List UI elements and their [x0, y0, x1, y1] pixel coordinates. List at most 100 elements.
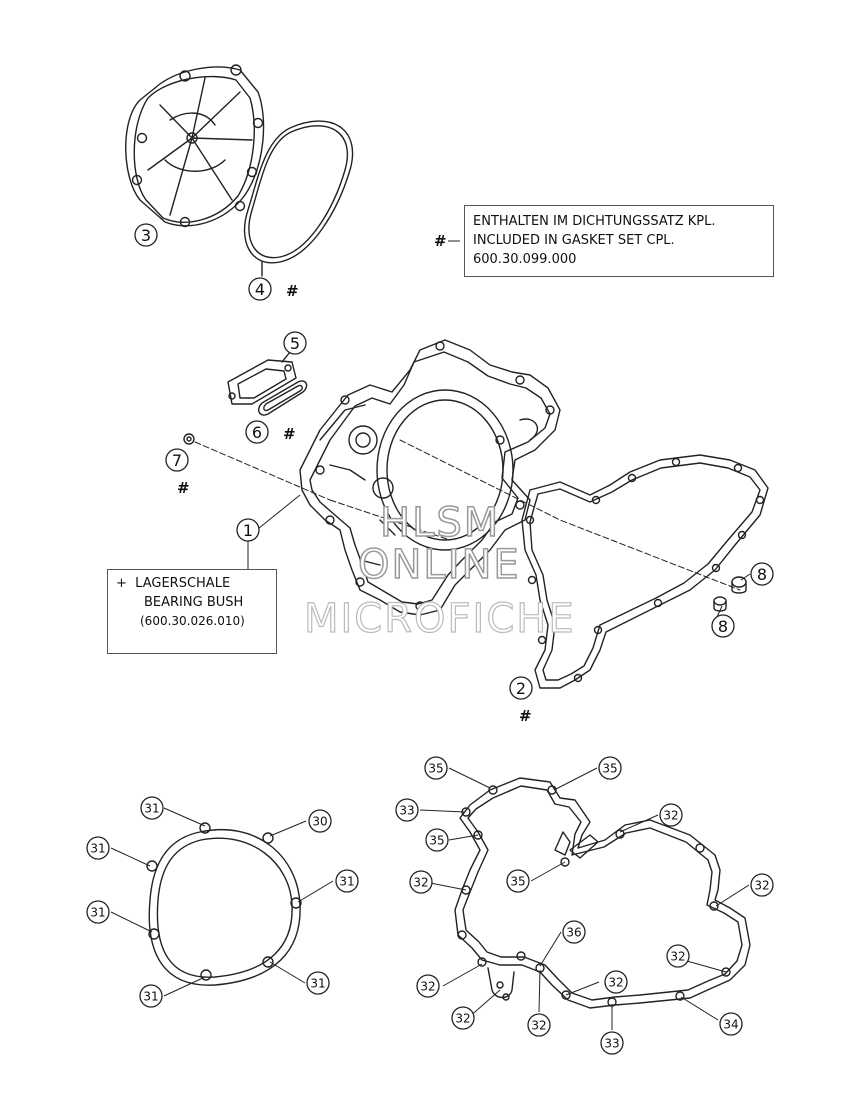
callout-circle [750, 873, 774, 897]
bearing-note-symbol: + [116, 576, 127, 591]
callout-number: 32 [663, 809, 678, 823]
gasket-note-line1: ENTHALTEN IM DICHTUNGSSATZ KPL. [473, 214, 716, 229]
callout-number: 4 [255, 280, 265, 299]
callout-circle [335, 869, 359, 893]
callout-number: 32 [420, 980, 435, 994]
callout-c32d: 32 [416, 974, 440, 998]
callout-circle [425, 828, 449, 852]
callout-hash-mark: # [283, 425, 296, 443]
callout-c30: 30 [308, 809, 332, 833]
callout-c31d: 31 [86, 900, 110, 924]
callout-number: 35 [428, 762, 443, 776]
callout-c36: 36 [562, 920, 586, 944]
callout-c31e: 31 [306, 971, 330, 995]
callout-c7: 7# [165, 448, 190, 497]
callout-c32c: 32 [750, 873, 774, 897]
callout-c31b: 31 [86, 836, 110, 860]
callout-number: 32 [455, 1012, 470, 1026]
callout-circle [306, 971, 330, 995]
callout-circle [659, 803, 683, 827]
gasket-set-note: ENTHALTEN IM DICHTUNGSSATZ KPL. INCLUDED… [464, 205, 774, 277]
callout-number: 31 [339, 875, 354, 889]
callout-number: 36 [566, 926, 581, 940]
callout-circle [283, 331, 307, 355]
callout-hash-mark: # [286, 282, 299, 300]
callout-number: 1 [243, 521, 253, 540]
callout-c4: 4# [248, 277, 299, 301]
callout-number: 35 [602, 762, 617, 776]
callout-circle [562, 920, 586, 944]
callout-c31c: 31 [335, 869, 359, 893]
watermark-line3: MICROFICHE [303, 595, 576, 642]
callout-c3: 3 [134, 223, 158, 247]
callout-number: 31 [90, 842, 105, 856]
callout-c33a: 33 [395, 798, 419, 822]
callout-c35d: 35 [506, 869, 530, 893]
callout-circle [604, 970, 628, 994]
callout-number: 32 [754, 879, 769, 893]
callout-circle [666, 944, 690, 968]
callout-c32g: 32 [451, 1006, 475, 1030]
callout-circle [600, 1031, 624, 1055]
callout-number: 8 [757, 565, 767, 584]
bearing-bush-note: + LAGERSCHALE BEARING BUSH (600.30.026.0… [107, 569, 277, 654]
callout-number: 30 [312, 815, 327, 829]
gasket-note-line3: 600.30.099.000 [473, 252, 577, 267]
watermark-line1: HLSM [379, 499, 501, 547]
callout-number: 33 [399, 804, 414, 818]
bearing-note-label: LAGERSCHALE [135, 576, 231, 591]
callout-circle [416, 974, 440, 998]
callout-number: 5 [290, 334, 300, 353]
callout-circle [395, 798, 419, 822]
callout-number: 31 [144, 802, 159, 816]
callout-c32b: 32 [659, 803, 683, 827]
callout-c31a: 31 [140, 796, 164, 820]
part-32-crankcase-gasket [454, 777, 751, 1009]
callout-c34: 34 [719, 1012, 743, 1036]
callout-circle [248, 277, 272, 301]
callout-c31f: 31 [139, 984, 163, 1008]
callout-number: 31 [90, 906, 105, 920]
callout-circle [527, 1013, 551, 1037]
bearing-note-line1: + LAGERSCHALE [116, 574, 268, 593]
part-5-plate [227, 351, 297, 405]
callout-number: 31 [143, 990, 158, 1004]
callout-circle [139, 984, 163, 1008]
callout-c8a: 8 [750, 562, 774, 586]
gasket-note-symbol: # [434, 232, 447, 250]
callout-c35a: 35 [424, 756, 448, 780]
callout-c32h: 32 [527, 1013, 551, 1037]
callout-number: 32 [608, 976, 623, 990]
callout-circle [598, 756, 622, 780]
part-8-dowel-pins [713, 576, 747, 612]
bearing-note-line2: BEARING BUSH [144, 595, 244, 610]
part-7-plug [183, 433, 195, 445]
callout-number: 35 [510, 875, 525, 889]
bearing-note-line3: (600.30.026.010) [140, 614, 245, 628]
callout-circle [424, 756, 448, 780]
callout-c6: 6# [245, 420, 296, 444]
callout-circle [409, 870, 433, 894]
callout-circle [750, 562, 774, 586]
callout-number: 34 [723, 1018, 738, 1032]
callout-c33b: 33 [600, 1031, 624, 1055]
callout-circle [86, 900, 110, 924]
watermark-line2: ONLINE [357, 541, 521, 589]
part-30-clutch-cover-gasket [146, 822, 302, 986]
callout-number: 7 [172, 451, 182, 470]
callout-circle [165, 448, 189, 472]
callout-circle [509, 676, 533, 700]
callout-c8b: 8 [711, 614, 735, 638]
callout-c35b: 35 [598, 756, 622, 780]
callout-circle [711, 614, 735, 638]
callout-circle [236, 518, 260, 542]
gasket-note-line2: INCLUDED IN GASKET SET CPL. [473, 233, 675, 248]
callout-c32f: 32 [666, 944, 690, 968]
callout-number: 32 [413, 876, 428, 890]
callout-number: 31 [310, 977, 325, 991]
callout-number: 32 [670, 950, 685, 964]
callout-c32e: 32 [604, 970, 628, 994]
callout-number: 2 [516, 679, 526, 698]
